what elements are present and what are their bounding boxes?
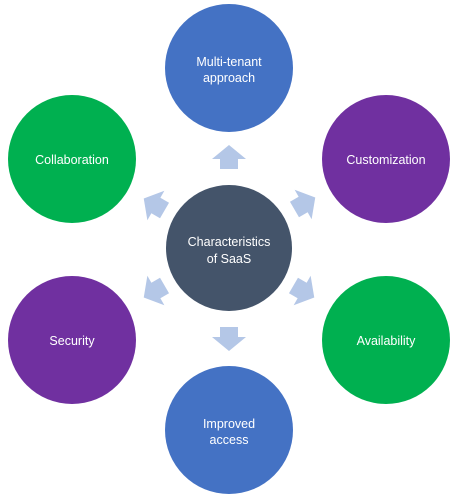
node-collaboration: Collaboration [8,95,136,223]
node-label-collaboration: Collaboration [35,153,109,167]
arrow-to-multi-tenant [212,145,246,169]
center-node: Characteristics of SaaS [166,185,292,311]
node-label-improved-access-line1: Improved [203,417,255,431]
node-customization: Customization [322,95,450,223]
node-label-multi-tenant-line2: approach [203,71,255,85]
arrow-to-improved-access [212,327,246,351]
node-improved-access: Improved access [165,366,293,494]
node-circle-availability [322,276,450,404]
node-circle-customization [322,95,450,223]
node-multi-tenant: Multi-tenant approach [165,4,293,132]
node-circle-multi-tenant [165,4,293,132]
arrow-to-customization [285,182,324,225]
center-circle [166,185,292,311]
center-label-line2: of SaaS [207,252,251,266]
center-label-line1: Characteristics [188,235,271,249]
arrow-to-collaboration [135,183,174,226]
node-circle-security [8,276,136,404]
node-security: Security [8,276,136,404]
node-label-customization: Customization [346,153,425,167]
node-label-availability: Availability [357,334,417,348]
node-label-security: Security [49,334,95,348]
node-availability: Availability [322,276,450,404]
node-circle-improved-access [165,366,293,494]
node-label-improved-access-line2: access [210,433,249,447]
arrow-to-security [135,270,174,313]
node-circle-collaboration [8,95,136,223]
arrow-to-availability [284,270,323,313]
node-label-multi-tenant-line1: Multi-tenant [196,55,262,69]
